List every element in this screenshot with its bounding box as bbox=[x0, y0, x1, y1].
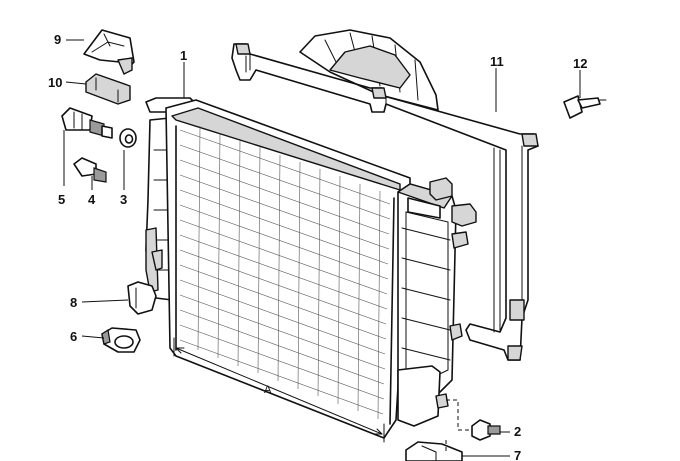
radiator bbox=[145, 97, 477, 439]
callout-10: 10 bbox=[48, 75, 62, 90]
part-2-bolt bbox=[471, 419, 501, 441]
fan-shroud bbox=[231, 29, 539, 361]
callout-9: 9 bbox=[54, 32, 61, 47]
dimension-a: A bbox=[173, 337, 385, 443]
part-3-washer bbox=[119, 128, 137, 148]
callout-12: 12 bbox=[573, 56, 587, 71]
radiator-fins bbox=[179, 125, 391, 420]
callout-7: 7 bbox=[514, 448, 521, 461]
part-9-cover bbox=[83, 29, 135, 75]
callout-5: 5 bbox=[58, 192, 65, 207]
callout-11: 11 bbox=[490, 54, 504, 69]
part-12-rivet bbox=[563, 95, 607, 119]
dimension-a-label: A bbox=[264, 384, 272, 396]
part-6-clamp bbox=[101, 327, 141, 353]
part-8-mount bbox=[127, 281, 157, 315]
callout-4: 4 bbox=[88, 192, 96, 207]
callout-3: 3 bbox=[120, 192, 127, 207]
callout-numbers: 1 2 3 4 5 6 7 8 9 10 11 12 bbox=[48, 32, 587, 461]
part-7-bracket bbox=[405, 441, 463, 461]
callout-6: 6 bbox=[70, 329, 77, 344]
callout-8: 8 bbox=[70, 295, 77, 310]
callout-1: 1 bbox=[180, 48, 187, 63]
guide-line-2 bbox=[446, 399, 472, 431]
part-10-seal bbox=[85, 73, 131, 105]
leader-lines bbox=[63, 39, 581, 457]
part-4-plug bbox=[73, 157, 107, 183]
callout-2: 2 bbox=[514, 424, 521, 439]
part-5-sensor bbox=[61, 107, 113, 139]
